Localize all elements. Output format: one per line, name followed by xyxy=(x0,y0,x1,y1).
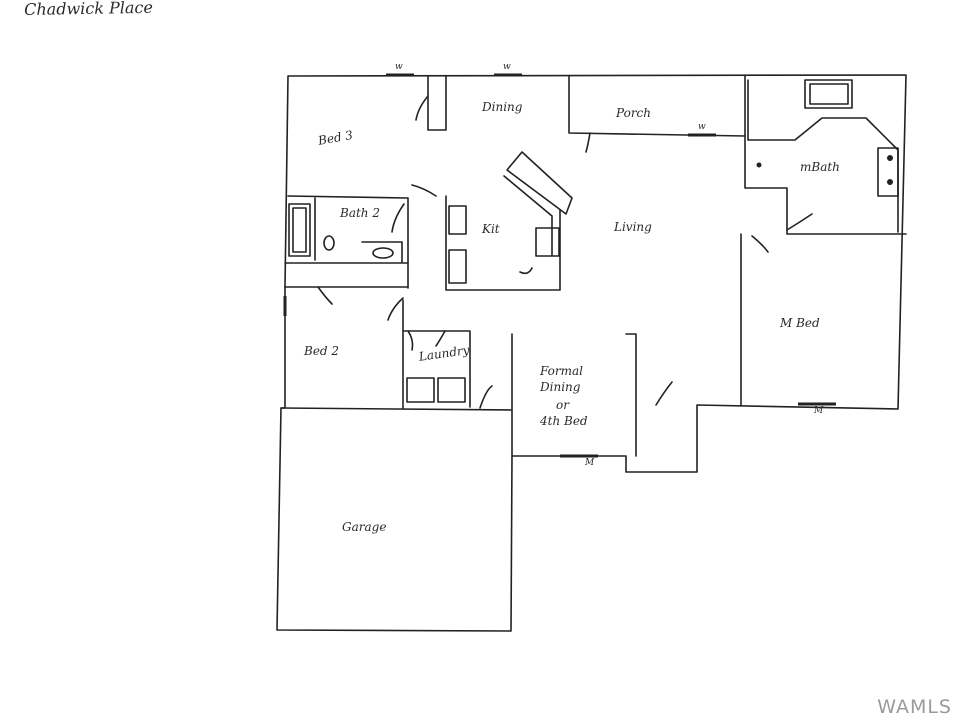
plan-title: Chadwick Place xyxy=(24,0,154,19)
fridge xyxy=(448,249,467,284)
door-swing xyxy=(391,203,405,233)
washer xyxy=(406,377,435,403)
mbath-wall xyxy=(744,135,907,235)
window-mark: M xyxy=(585,458,595,468)
room-label-formal-3: or xyxy=(556,398,569,412)
stove xyxy=(448,205,467,235)
door-swing xyxy=(415,95,429,121)
sink-mbath-2 xyxy=(887,179,893,185)
room-label-formal-2: Dining xyxy=(540,380,581,394)
kitchen-island xyxy=(506,151,573,215)
door-swing xyxy=(786,213,813,231)
room-label-porch: Porch xyxy=(616,106,651,120)
dryer xyxy=(437,377,466,403)
room-label-garage: Garage xyxy=(342,520,387,534)
window-mark: M xyxy=(814,406,824,416)
room-label-formal-4: 4th Bed xyxy=(540,414,588,428)
drain-mbath xyxy=(756,162,762,168)
door-swing xyxy=(407,330,414,351)
dishwasher xyxy=(535,227,560,257)
room-label-bath2: Bath 2 xyxy=(340,206,380,220)
window-mark: w xyxy=(503,62,511,72)
door-swing xyxy=(655,381,673,406)
sink-mbath-1 xyxy=(887,155,893,161)
room-label-kit: Kit xyxy=(482,222,500,236)
watermark-logo: WAMLS xyxy=(877,696,952,718)
room-label-formal-1: Formal xyxy=(540,364,584,378)
door-swing xyxy=(317,286,333,305)
door-swing xyxy=(585,132,591,153)
sink-bath2 xyxy=(372,247,394,259)
room-label-mbed: M Bed xyxy=(780,316,820,330)
window-mark: w xyxy=(698,122,706,132)
door-swing xyxy=(435,330,446,347)
door-swing xyxy=(479,385,493,409)
dining-wall xyxy=(427,75,447,131)
tub-mbath xyxy=(804,79,853,109)
porch-wall xyxy=(568,75,746,137)
laundry-wall xyxy=(402,330,471,408)
outer-wall xyxy=(276,74,907,632)
tub-bath2 xyxy=(288,203,311,257)
room-label-bed2: Bed 2 xyxy=(304,344,340,358)
door-swing xyxy=(411,184,437,197)
bed3-wall xyxy=(287,195,409,289)
door-swing xyxy=(387,297,404,321)
garage-wall xyxy=(280,407,512,411)
toilet-bath2 xyxy=(323,235,335,251)
kitchen-counter xyxy=(503,175,553,256)
vanity-mbath xyxy=(877,147,899,197)
room-label-living: Living xyxy=(614,220,652,234)
door-swing xyxy=(519,267,533,275)
room-label-mbath: mBath xyxy=(800,160,840,174)
room-label-dining: Dining xyxy=(482,100,523,114)
door-swing xyxy=(751,235,769,253)
window-mark: w xyxy=(395,62,403,72)
